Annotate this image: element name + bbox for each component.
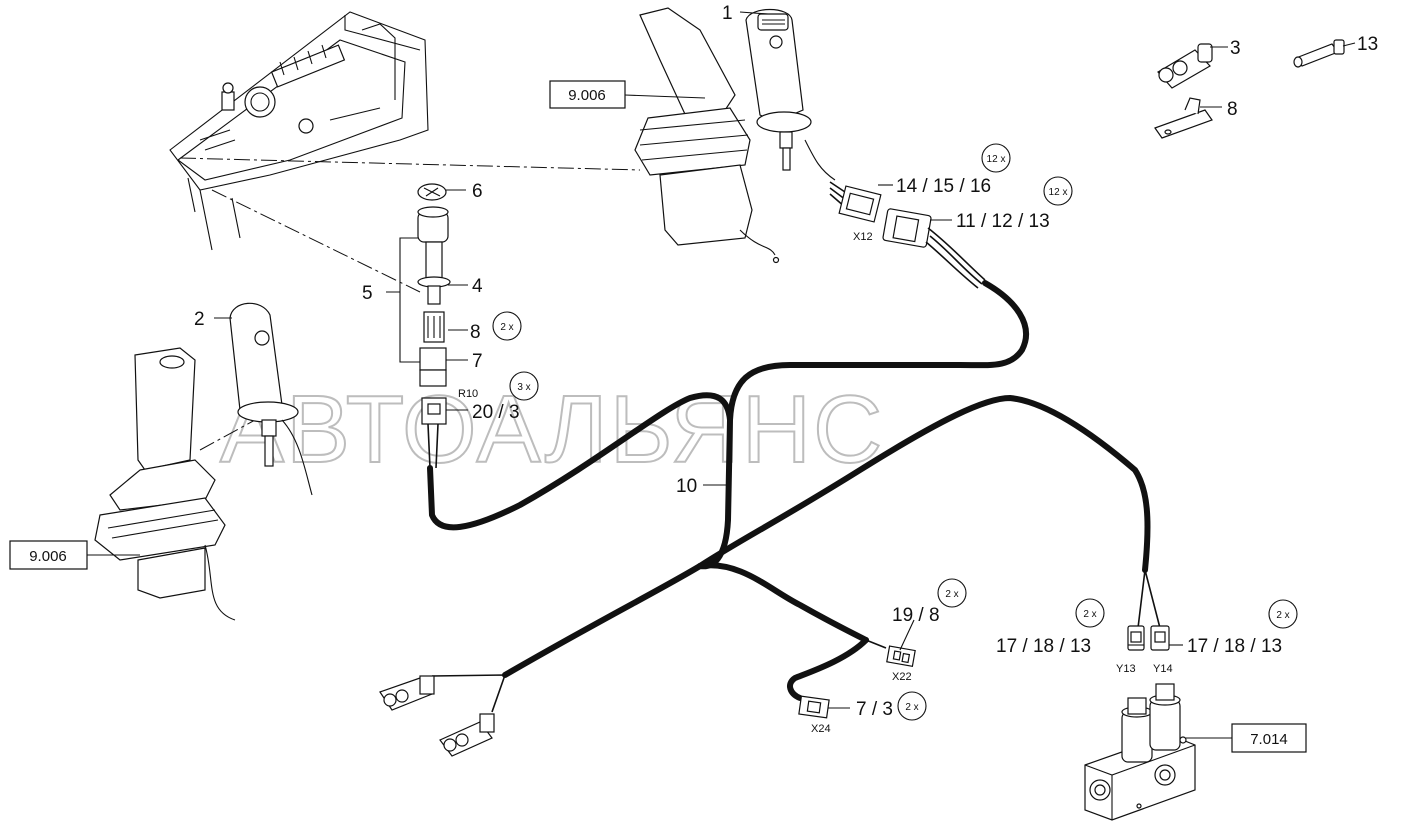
top-joystick-handle-icon <box>745 9 836 181</box>
ref-box-7014: 7.014 <box>1231 723 1307 753</box>
label-x22: X22 <box>892 671 912 683</box>
label-x24: X24 <box>811 723 831 735</box>
callout-2: 2 <box>194 309 205 330</box>
ref-text: 7.014 <box>1250 731 1288 748</box>
ref-text: 9.006 <box>29 548 67 565</box>
connector-r10-icon <box>421 397 447 469</box>
qty-badge-12x-top: 12 x <box>981 143 1011 173</box>
left-joystick-housing <box>94 347 236 621</box>
ref-text: 9.006 <box>568 87 606 104</box>
part-13-seal-icon <box>1293 39 1345 68</box>
callout-17-18-13-right: 17 / 18 / 13 <box>1187 636 1282 657</box>
qty-badge-2x-y13: 2 x <box>1075 598 1105 628</box>
ref-box-9006-top: 9.006 <box>549 80 626 109</box>
connector-x24-icon <box>798 695 830 719</box>
rotary-switch-assembly <box>417 183 451 387</box>
leader-dashboard-to-switch <box>211 189 421 293</box>
ref-box-9006-left: 9.006 <box>9 540 88 570</box>
part-8-terminal-icon <box>1154 97 1213 139</box>
callout-20-3: 20 / 3 <box>472 402 520 423</box>
harness-end-connectors <box>379 674 506 757</box>
leader-lines <box>87 11 1356 739</box>
qty-badge-3x: 3 x <box>509 371 539 401</box>
watermark-text: АВТОАЛЬЯНС <box>220 376 884 483</box>
callout-4: 4 <box>472 276 483 297</box>
callout-1: 1 <box>722 3 733 24</box>
qty-badge-12x-mid: 12 x <box>1043 176 1073 206</box>
callout-8-switch: 8 <box>470 322 481 343</box>
callout-7-3: 7 / 3 <box>856 699 893 720</box>
callout-3: 3 <box>1230 38 1241 59</box>
qty-badge-2x-y14: 2 x <box>1268 599 1298 629</box>
callout-6: 6 <box>472 181 483 202</box>
leader-dashboard-to-joystick <box>179 157 641 171</box>
connector-x22-icon <box>886 645 916 668</box>
label-y14: Y14 <box>1153 663 1173 675</box>
label-y13: Y13 <box>1116 663 1136 675</box>
qty-badge-2x-x24: 2 x <box>897 691 927 721</box>
callout-17-18-13-left: 17 / 18 / 13 <box>996 636 1091 657</box>
leader-left-joystick <box>199 419 256 451</box>
svg-text:3 x: 3 x <box>517 382 530 393</box>
label-r10: R10 <box>458 388 478 400</box>
top-joystick-housing <box>634 7 780 264</box>
svg-text:2 x: 2 x <box>500 322 513 333</box>
svg-text:2 x: 2 x <box>945 589 958 600</box>
svg-text:2 x: 2 x <box>1276 610 1289 621</box>
callout-5: 5 <box>362 283 373 304</box>
svg-text:12 x: 12 x <box>1049 187 1068 198</box>
gauge-icon <box>244 86 276 118</box>
qty-badge-2x-switch: 2 x <box>492 311 522 341</box>
svg-text:2 x: 2 x <box>905 702 918 713</box>
callout-11-12-13: 11 / 12 / 13 <box>956 211 1050 232</box>
callout-7: 7 <box>472 351 483 372</box>
callout-14-15-16: 14 / 15 / 16 <box>896 176 991 197</box>
svg-text:2 x: 2 x <box>1083 609 1096 620</box>
connector-y13-icon <box>1127 625 1145 651</box>
svg-text:12 x: 12 x <box>987 154 1006 165</box>
qty-badge-2x-x22: 2 x <box>937 578 967 608</box>
label-x12: X12 <box>853 231 873 243</box>
switch-panel <box>270 44 346 88</box>
main-harness-cable <box>427 280 1161 701</box>
callout-10: 10 <box>676 476 697 497</box>
connector-mating-icon <box>882 208 986 289</box>
dashboard-console <box>169 11 429 251</box>
connector-x12-icon <box>829 181 882 223</box>
callout-19-8: 19 / 8 <box>892 605 940 626</box>
valve-block-icon <box>1084 683 1196 821</box>
left-joystick-handle-icon <box>229 302 313 496</box>
callout-13: 13 <box>1357 34 1378 55</box>
part-3-plug-icon <box>1157 43 1213 89</box>
connector-y14-icon <box>1150 625 1170 651</box>
callout-8-spare: 8 <box>1227 99 1238 120</box>
